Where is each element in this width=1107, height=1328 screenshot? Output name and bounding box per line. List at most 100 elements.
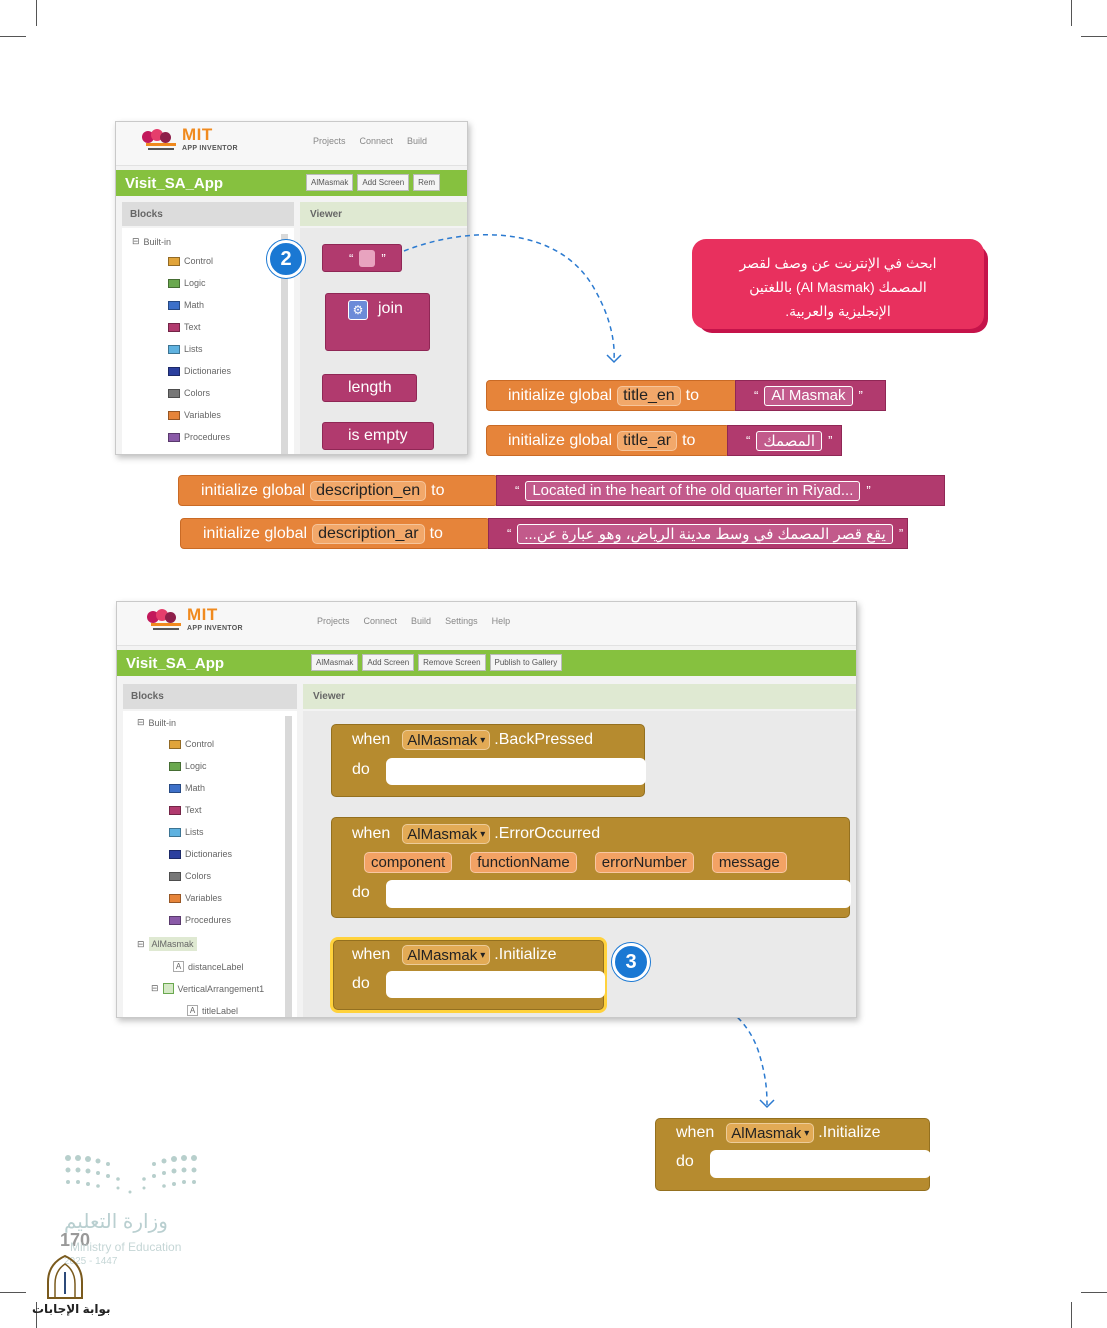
string-block-title-en[interactable]: “ Al Masmak ” [735,380,886,411]
param-message[interactable]: message [711,852,787,873]
tree-item-label: Logic [185,761,207,771]
step-badge-3: 3 [612,943,650,981]
tree-item[interactable]: Control [169,739,214,749]
var-name-title-ar[interactable]: title_ar [617,430,678,451]
arrow-head-2 [759,1099,775,1109]
blocks-scrollbar[interactable] [285,716,292,1017]
tree-item[interactable]: Text [168,322,201,332]
string-value-title-ar[interactable]: المصمك [756,430,823,451]
param-error-number[interactable]: errorNumber [594,852,694,873]
add-screen-button[interactable]: Add Screen [357,174,410,191]
tree-item[interactable]: Dictionaries [168,366,231,376]
blocks-scrollbar[interactable] [281,234,288,454]
publish-gallery-button[interactable]: Publish to Gallery [489,654,563,671]
empty-string-block[interactable]: “ ” [322,244,402,272]
crop-mark [0,1292,26,1293]
tree-item[interactable]: Lists [168,344,203,354]
tree-item[interactable]: Text [169,805,202,815]
is-empty-block[interactable]: is empty [322,422,434,450]
collapse-icon[interactable]: ⊟ [137,717,145,727]
tree-item-label: Procedures [185,915,232,925]
empty-string-slot[interactable] [359,249,376,267]
menu-settings[interactable]: Settings [445,616,478,626]
collapse-icon[interactable]: ⊟ [151,983,159,993]
tree-item[interactable]: Procedures [169,915,231,925]
step-badge-2: 2 [267,240,305,278]
event-initialize-copy[interactable]: when AlMasmak▾ .Initialize do [655,1118,931,1191]
crop-mark [36,0,37,26]
drawer-color-swatch-icon [169,849,181,859]
var-name-description-ar[interactable]: description_ar [312,523,425,544]
remove-screen-button[interactable]: Remove Screen [418,654,486,671]
string-value-title-en[interactable]: Al Masmak [764,385,853,406]
init-global-description-en[interactable]: initialize global description_en to [178,475,498,506]
init-global-title-ar[interactable]: initialize global title_ar to [486,425,730,456]
join-block[interactable]: ⚙ join [325,293,430,351]
tree-item-label: Control [184,256,214,266]
tree-item[interactable]: Variables [169,893,222,903]
menu-connect[interactable]: Connect [363,616,398,626]
param-function-name[interactable]: functionName [470,852,577,873]
do-slot[interactable] [710,1150,931,1178]
var-name-title-en[interactable]: title_en [617,385,681,406]
string-value-description-ar[interactable]: يقع قصر المصمك في وسط مدينة الرياض، وهو … [517,523,893,544]
tree-screen-node[interactable]: ⊟ AlMasmak [137,937,197,951]
tree-item[interactable]: Lists [169,827,204,837]
chevron-down-icon: ▾ [480,734,486,746]
string-block-description-ar[interactable]: “ يقع قصر المصمك في وسط مدينة الرياض، وه… [488,518,908,549]
tree-child-arrangement[interactable]: ⊟ VerticalArrangement1 [151,983,265,994]
length-block[interactable]: length [322,374,417,402]
init-global-title-en[interactable]: initialize global title_en to [486,380,738,411]
tree-item[interactable]: Procedures [168,432,230,442]
gear-icon[interactable]: ⚙ [348,300,368,320]
event-error-occurred[interactable]: when AlMasmak▾ .ErrorOccurred component … [331,817,851,918]
component-dropdown[interactable]: AlMasmak▾ [402,824,491,844]
var-name-description-en[interactable]: description_en [310,480,427,501]
tree-child-label[interactable]: A distanceLabel [173,961,244,972]
gate-emblem-icon [47,1254,83,1299]
menu-connect[interactable]: Connect [359,136,394,146]
param-component[interactable]: component [364,852,453,873]
event-back-pressed[interactable]: when AlMasmak▾ .BackPressed do [331,724,646,797]
answers-gate-label: بوابة الإجابات [32,1302,111,1316]
tree-item[interactable]: Control [168,256,213,266]
tree-item[interactable]: Math [169,783,205,793]
component-dropdown[interactable]: AlMasmak▾ [402,730,491,750]
screen-selector-button[interactable]: AlMasmak [306,174,354,191]
string-block-title-ar[interactable]: “ المصمك ” [727,425,842,456]
do-slot[interactable] [386,880,851,908]
tree-item-label: Colors [185,871,212,881]
init-global-description-ar[interactable]: initialize global description_ar to [180,518,490,549]
menu-build[interactable]: Build [411,616,432,626]
do-slot[interactable] [386,758,646,785]
menu-projects[interactable]: Projects [317,616,350,626]
tree-builtin[interactable]: ⊟Built-in [132,236,172,247]
drawer-color-swatch-icon [168,432,180,442]
component-dropdown[interactable]: AlMasmak▾ [726,1123,815,1143]
do-slot[interactable] [386,971,605,998]
tree-item-label: Text [185,805,202,815]
tree-item[interactable]: Math [168,300,204,310]
tree-item[interactable]: Variables [168,410,221,420]
tree-item[interactable]: Colors [168,388,210,398]
tree-item-label: Procedures [184,432,231,442]
menu-projects[interactable]: Projects [313,136,346,146]
tree-item[interactable]: Dictionaries [169,849,232,859]
tree-item[interactable]: Colors [169,871,211,881]
ministry-dots-logo [65,1155,197,1194]
collapse-icon[interactable]: ⊟ [137,938,145,949]
menu-help[interactable]: Help [491,616,511,626]
component-dropdown[interactable]: AlMasmak▾ [402,945,491,965]
collapse-icon[interactable]: ⊟ [132,236,140,246]
screen-selector-button[interactable]: AlMasmak [311,654,359,671]
remove-screen-button[interactable]: Rem [413,174,441,191]
string-block-description-en[interactable]: “ Located in the heart of the old quarte… [496,475,945,506]
tree-item[interactable]: Logic [169,761,207,771]
menu-build[interactable]: Build [407,136,428,146]
string-value-description-en[interactable]: Located in the heart of the old quarter … [525,480,861,501]
tree-builtin[interactable]: ⊟Built-in [137,717,177,728]
tree-item[interactable]: Logic [168,278,206,288]
event-initialize[interactable]: when AlMasmak▾ .Initialize do [333,940,605,1010]
tree-child-title-label[interactable]: A titleLabel [187,1005,238,1016]
add-screen-button[interactable]: Add Screen [362,654,415,671]
